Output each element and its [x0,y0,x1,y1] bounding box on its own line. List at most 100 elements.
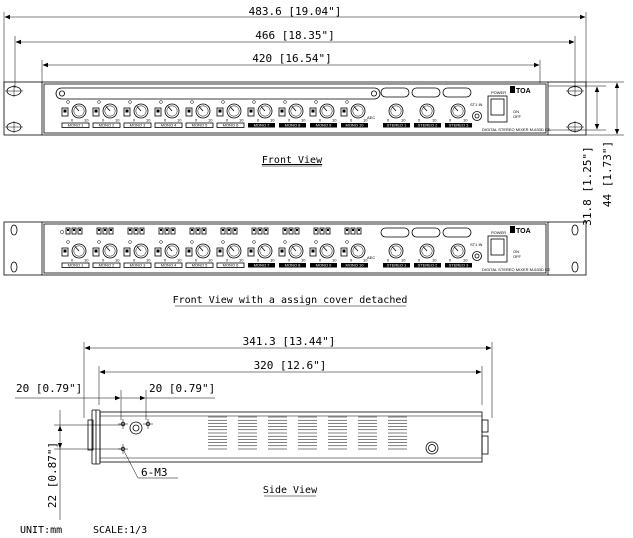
scale-label: SCALE:1/3 [93,525,147,536]
svg-text:10: 10 [177,118,182,123]
aec-label: AEC [367,115,375,120]
svg-text:0: 0 [102,258,105,263]
svg-text:0: 0 [350,258,353,263]
svg-text:ST1 IN: ST1 IN [470,242,483,247]
svg-text:POWER: POWER [491,230,506,235]
svg-text:10: 10 [208,258,213,263]
svg-text:0: 0 [71,118,74,123]
svg-text:0: 0 [319,118,322,123]
dimension-side-body: 320 [12.6"] [98,359,483,405]
channel-label: MONO 5 [192,123,209,128]
svg-text:0: 0 [387,118,390,123]
model-label: DIGITAL STEREO MIXER M-633D CE [482,127,551,132]
svg-text:10: 10 [177,258,182,263]
st-in-jack [472,111,482,121]
svg-text:10: 10 [146,118,151,123]
hole-offset-right-label: 20 [0.79"] [149,382,215,395]
svg-text:10: 10 [301,118,306,123]
svg-text:0: 0 [133,258,136,263]
svg-text:10: 10 [363,118,368,123]
dimension-hole-height: 22 [0.87"] [46,410,125,520]
channel-label: MONO 5 [192,263,209,268]
svg-text:TOA: TOA [516,228,531,235]
svg-text:10: 10 [301,258,306,263]
svg-text:0: 0 [350,118,353,123]
svg-text:0: 0 [387,258,390,263]
channel-label: MONO 4 [161,263,178,268]
svg-text:AEC: AEC [367,255,375,260]
svg-text:0: 0 [164,258,167,263]
mounting-holes [118,419,153,454]
dimension-panel-height: 31.8 [1.25"] [548,85,606,226]
channel-label: MONO 8 [285,263,302,268]
svg-text:10: 10 [432,118,437,123]
channel-label: MONO 9 [316,263,333,268]
svg-text:STEREO 3: STEREO 3 [449,263,470,268]
rack-hole [5,85,584,133]
front-view-title: Front View [262,155,323,166]
ventilation-slots [208,416,407,450]
svg-text:10: 10 [401,118,406,123]
body-width-label: 420 [16.54"] [252,52,331,65]
svg-text:10: 10 [146,258,151,263]
svg-text:0: 0 [164,118,167,123]
front-view-detached-title: Front View with a assign cover detached [173,295,408,306]
svg-text:10: 10 [363,258,368,263]
channel-label: MONO 8 [285,123,302,128]
total-width-label: 483.6 [19.04"] [249,5,342,18]
svg-text:0: 0 [71,258,74,263]
svg-text:10: 10 [239,118,244,123]
on-label: ON [513,109,519,114]
hole-offset-left-label: 20 [0.79"] [16,382,82,395]
svg-text:10: 10 [270,118,275,123]
dimension-body-width: 420 [16.54"] [41,52,541,83]
svg-text:0: 0 [288,258,291,263]
panel-height-label: 31.8 [1.25"] [581,146,594,225]
svg-text:0: 0 [226,118,229,123]
svg-text:10: 10 [208,118,213,123]
svg-text:0: 0 [102,118,105,123]
ground-screw [425,441,439,455]
svg-text:OFF: OFF [513,254,522,259]
power-label: POWER [491,90,506,95]
st-in-label: ST1 IN [470,102,483,107]
channel-label: MONO 7 [254,263,271,268]
dimension-side-total: 341.3 [13.44"] [83,335,493,418]
hole-height-label: 22 [0.87"] [46,442,59,508]
svg-text:0: 0 [449,258,452,263]
svg-text:0: 0 [195,258,198,263]
channel-label: MONO 3 [130,123,147,128]
dimension-unit-height: 44 [1.73"] [586,81,624,207]
svg-text:10: 10 [432,258,437,263]
channel-label: MONO 2 [99,263,116,268]
svg-text:10: 10 [115,258,120,263]
dimension-hole-offsets: 20 [0.79"] 20 [0.79"] [15,382,215,420]
assign-cover [55,87,381,100]
svg-text:10: 10 [463,118,468,123]
channel-label: MONO 10 [345,263,364,268]
power-switch [487,95,508,123]
svg-text:10: 10 [270,258,275,263]
unit-height-label: 44 [1.73"] [601,141,614,207]
channel-label: MONO 9 [316,123,333,128]
svg-text:0: 0 [133,118,136,123]
side-view: 6-M3 [87,409,489,479]
